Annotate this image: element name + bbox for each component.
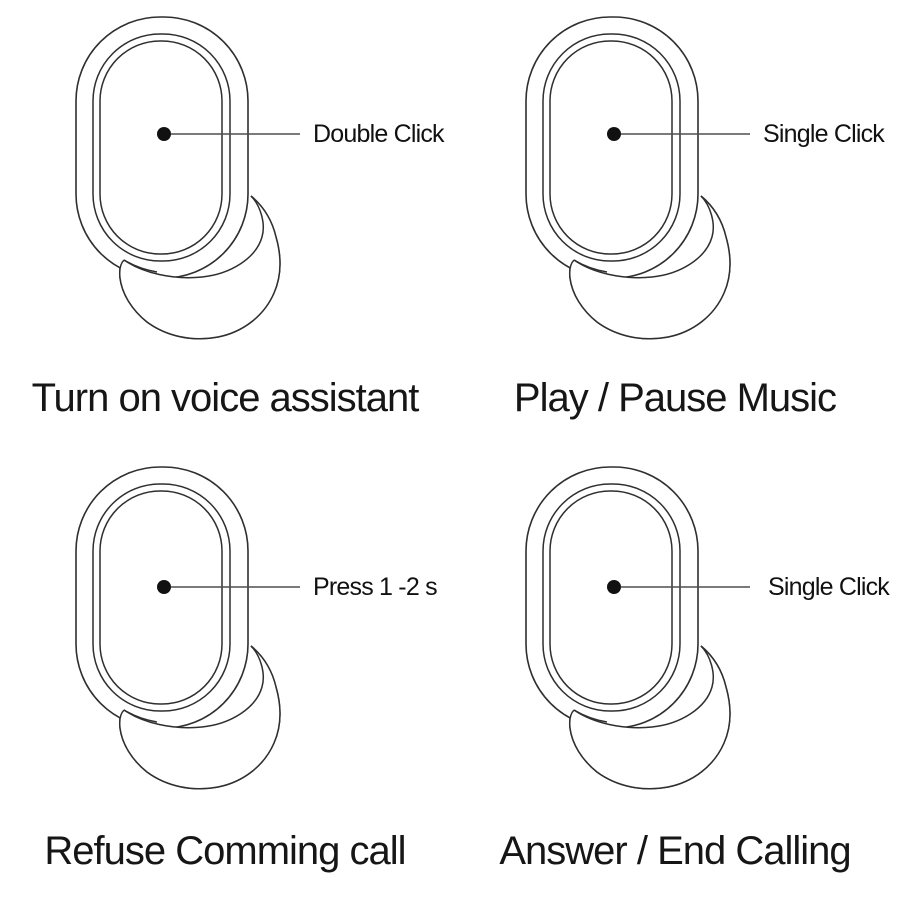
touch-point-dot [607,580,621,594]
gesture-label: Single Click [763,120,885,148]
eartip-ball-outline-top [569,645,731,790]
body-edge-lens-detail [123,709,158,723]
earbud-body-middle-outline [542,33,681,262]
eartip-ball-outline-top [119,645,281,790]
earbud-illustration [75,16,300,340]
earbud-body-middle-outline [92,33,231,262]
eartip-ball-outline-top [119,195,281,340]
earbud-body-middle-outline [542,483,681,712]
panel-refuse-incoming-call: Press 1 -2 s Refuse Comming call [0,450,450,900]
eartip-cup-fill [119,196,280,339]
earbud-body-inner-outline [99,490,223,705]
earbud-body-inner-outline [549,40,673,255]
body-edge-lens-detail [573,259,608,273]
body-edge-lens-detail [573,709,608,723]
eartip-cup-fill [119,646,280,789]
eartip-rim-line [573,645,714,729]
body-edge-lens-detail [123,259,158,273]
gesture-label: Double Click [313,120,445,148]
panel-answer-end-calling: Single Click Answer / End Calling [450,450,900,900]
gesture-label: Single Click [768,573,890,601]
touch-point-dot [607,127,621,141]
panel-caption: Answer / End Calling [499,829,851,873]
touch-point-dot [157,127,171,141]
earbud-illustration [525,16,750,340]
gesture-label: Press 1 -2 s [313,573,438,601]
eartip-rim-line [123,645,264,729]
earbud-body-middle-outline [92,483,231,712]
earbud-illustration [75,466,300,790]
earbud-illustration [525,466,750,790]
panel-play-pause-music: Single Click Play / Pause Music [450,0,900,450]
panel-caption: Refuse Comming call [44,829,406,873]
eartip-ball-outline-top [569,195,731,340]
touch-point-dot [157,580,171,594]
panel-caption: Play / Pause Music [513,376,837,420]
earbud-body-inner-outline [99,40,223,255]
eartip-rim-line [573,195,714,279]
panel-caption: Turn on voice assistant [31,376,420,420]
panel-turn-on-voice-assistant: Double Click Turn on voice assistant [0,0,450,450]
earbud-body-inner-outline [549,490,673,705]
eartip-rim-line [123,195,264,279]
eartip-cup-fill [569,646,730,789]
eartip-cup-fill [569,196,730,339]
